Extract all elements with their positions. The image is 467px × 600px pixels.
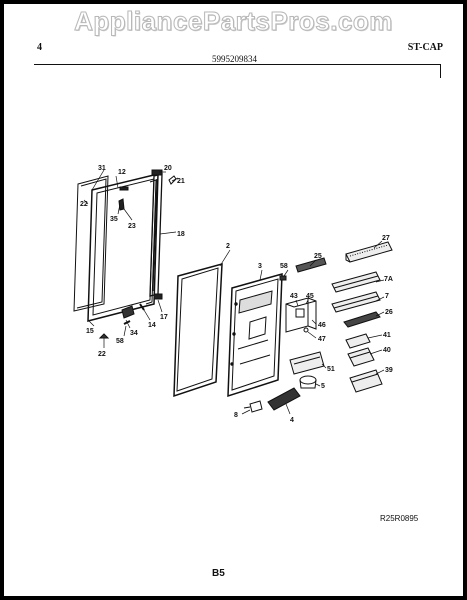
bin-39 bbox=[349, 369, 383, 393]
callout-4: 4 bbox=[290, 417, 294, 424]
callout-8: 8 bbox=[234, 412, 238, 419]
callout-39: 39 bbox=[385, 367, 393, 374]
door-panel bbox=[87, 173, 159, 322]
callout-15: 15 bbox=[86, 328, 94, 335]
callout-7A: 7A bbox=[384, 276, 393, 283]
callout-12: 12 bbox=[118, 169, 126, 176]
callout-41: 41 bbox=[383, 332, 391, 339]
callout-35: 35 bbox=[110, 216, 118, 223]
dairy-door bbox=[345, 241, 393, 263]
bin-41 bbox=[345, 333, 371, 349]
callout-46: 46 bbox=[318, 322, 326, 329]
model-code: ST-CAP bbox=[407, 42, 443, 53]
callout-22b: 22 bbox=[98, 351, 106, 358]
shelf-7 bbox=[331, 291, 381, 313]
door-liner bbox=[173, 263, 223, 398]
callout-22: 22 bbox=[80, 201, 88, 208]
callout-17: 17 bbox=[160, 314, 168, 321]
callout-25: 25 bbox=[314, 253, 322, 260]
callout-21: 21 bbox=[177, 178, 185, 185]
callout-34: 34 bbox=[130, 330, 138, 337]
callout-47: 47 bbox=[318, 336, 326, 343]
callout-5: 5 bbox=[321, 383, 325, 390]
callout-45: 45 bbox=[306, 293, 314, 300]
part-number: 5995209834 bbox=[212, 54, 257, 64]
callout-7: 7 bbox=[385, 293, 389, 300]
chute-4 bbox=[267, 387, 301, 411]
shelf-26 bbox=[343, 311, 381, 328]
callout-43: 43 bbox=[290, 293, 298, 300]
callout-58b: 58 bbox=[280, 263, 288, 270]
shelf-7A bbox=[331, 271, 381, 293]
page-number: 4 bbox=[37, 42, 42, 53]
tray-51 bbox=[289, 351, 325, 375]
header-tick bbox=[440, 64, 441, 78]
bin-40 bbox=[347, 347, 375, 367]
callout-23: 23 bbox=[128, 223, 136, 230]
dispenser-housing bbox=[227, 273, 283, 398]
callout-27: 27 bbox=[382, 235, 390, 242]
part-8 bbox=[243, 400, 263, 413]
exploded-view: 31 12 22 35 23 20 21 18 15 34 58 22 14 1… bbox=[73, 165, 393, 424]
diagram-code: R25R0895 bbox=[380, 514, 419, 523]
callout-18: 18 bbox=[177, 231, 185, 238]
callout-51: 51 bbox=[327, 366, 335, 373]
header-rule bbox=[34, 64, 441, 65]
callout-14: 14 bbox=[148, 322, 156, 329]
cup-5 bbox=[299, 375, 317, 389]
callout-40: 40 bbox=[383, 347, 391, 354]
callout-31: 31 bbox=[98, 165, 106, 172]
door-gasket bbox=[73, 175, 109, 312]
callout-58a: 58 bbox=[116, 338, 124, 345]
hinge-parts bbox=[98, 169, 177, 339]
watermark: AppliancePartsPros.com bbox=[74, 6, 393, 37]
callout-26: 26 bbox=[385, 309, 393, 316]
page-code: B5 bbox=[212, 568, 225, 579]
callout-2: 2 bbox=[226, 243, 230, 250]
callout-3: 3 bbox=[258, 263, 262, 270]
ice-box bbox=[285, 297, 317, 333]
clip-58 bbox=[279, 275, 287, 281]
callout-20: 20 bbox=[164, 165, 172, 172]
parts-diagram-sheet: AppliancePartsPros.com 4 5995209834 ST-C… bbox=[4, 4, 463, 596]
